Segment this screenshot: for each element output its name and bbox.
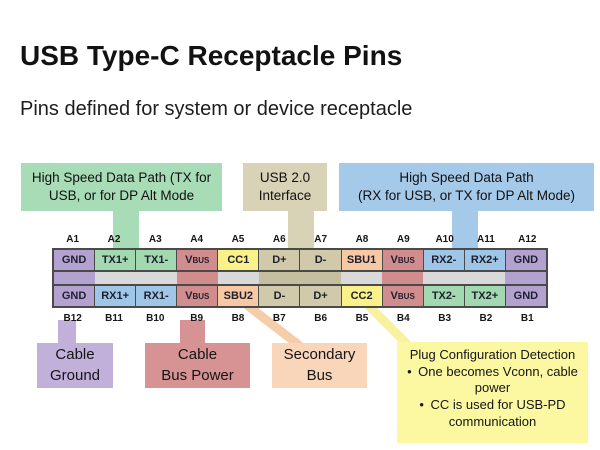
pin-number: B5 <box>355 313 369 324</box>
power-callout-connector <box>180 320 205 345</box>
pin-cell: GND <box>54 286 95 306</box>
gap-cell <box>259 272 300 284</box>
pin-cell: RX2+ <box>463 250 505 270</box>
callout-power-line2: Bus Power <box>161 366 234 384</box>
pin-cell: CC1 <box>217 250 259 270</box>
page-title: USB Type-C Receptacle Pins <box>20 40 403 71</box>
pin-cell: GND <box>504 250 546 270</box>
pin-cell: D+ <box>258 250 300 270</box>
ground-callout-connector <box>58 320 76 345</box>
tx-callout-connector <box>113 210 139 250</box>
pin-number: B10 <box>146 313 165 324</box>
callout-usb2-line1: USB 2.0 <box>259 170 311 186</box>
pin-cell: GND <box>54 250 95 270</box>
pin-cell: TX2- <box>422 286 464 306</box>
pin-number: B1 <box>520 313 534 324</box>
callout-cable-bus-power: Cable Bus Power <box>145 343 250 388</box>
page-subtitle: Pins defined for system or device recept… <box>20 98 413 120</box>
callout-sbu-line1: Secondary <box>283 346 356 364</box>
pin-number: A10 <box>435 234 454 245</box>
gap-cell <box>218 272 259 284</box>
gap-cell <box>464 272 505 284</box>
gap-cell <box>54 272 95 284</box>
gap-cell <box>177 272 218 284</box>
pin-number: A11 <box>477 234 495 245</box>
usb2-callout-connector <box>288 210 314 250</box>
callout-rx-data-path: High Speed Data Path (RX for USB, or TX … <box>339 163 594 211</box>
gap-cell <box>505 272 546 284</box>
pin-numbers-row-a: A1 A2 A3 A4 A5 A6 A7 A8 A9 A10 A11 A12 <box>52 231 548 248</box>
pin-cell: SBU1 <box>340 250 382 270</box>
pin-number: B11 <box>105 313 123 324</box>
pin-cell: RX1- <box>135 286 177 306</box>
pin-cell: RX1+ <box>94 286 136 306</box>
pin-cell: SBU2 <box>217 286 259 306</box>
pin-number: A6 <box>272 234 286 245</box>
rx-callout-connector <box>452 210 478 250</box>
callout-rx-line1: High Speed Data Path <box>399 170 534 186</box>
pin-number: A2 <box>107 234 121 245</box>
pin-cell: TX1+ <box>94 250 136 270</box>
pin-number: A8 <box>355 234 369 245</box>
pin-cell: D- <box>299 250 341 270</box>
pin-number: B4 <box>396 313 410 324</box>
callout-cable-ground: Cable Ground <box>37 343 113 388</box>
pin-cell: TX1- <box>135 250 177 270</box>
pin-number: B9 <box>190 313 204 324</box>
gap-cell <box>382 272 423 284</box>
pin-number: B7 <box>272 313 286 324</box>
gap-cell <box>423 272 464 284</box>
pin-number: A3 <box>148 234 162 245</box>
callout-usb2-interface: USB 2.0 Interface <box>243 163 327 211</box>
pin-cell: GND <box>504 286 546 306</box>
pin-row-gap <box>52 272 548 284</box>
pin-number: B2 <box>479 313 493 324</box>
gap-cell <box>136 272 177 284</box>
pin-cell: CC2 <box>340 286 382 306</box>
callout-rx-line2: (RX for USB, or TX for DP Alt Mode) <box>357 188 576 203</box>
pin-cell: TX2+ <box>463 286 505 306</box>
callout-usb2-line2: Interface <box>258 188 312 203</box>
callout-ground-line1: Cable <box>55 346 95 364</box>
pin-number: A7 <box>314 234 328 245</box>
pin-number: A4 <box>190 234 204 245</box>
gap-cell <box>300 272 341 284</box>
callout-tx-line2: USB, or for DP Alt Mode <box>48 188 195 203</box>
pin-number: B3 <box>438 313 452 324</box>
plug-config-bullet-2: CC is used for USB-PD communication <box>400 397 585 430</box>
pin-number: A12 <box>518 234 537 245</box>
callout-plug-config-detection: Plug Configuration Detection One becomes… <box>397 342 588 443</box>
pin-number: A1 <box>66 234 80 245</box>
plug-config-bullet-1: One becomes Vconn, cable power <box>400 364 585 397</box>
callout-tx-line1: High Speed Data Path (TX for <box>31 170 212 186</box>
gap-cell <box>95 272 136 284</box>
pin-number: B6 <box>314 313 328 324</box>
pin-cell: D+ <box>299 286 341 306</box>
callout-power-line1: Cable <box>177 346 218 364</box>
pin-cell: RX2- <box>422 250 464 270</box>
callout-sbu-line2: Bus <box>306 366 333 384</box>
gap-cell <box>341 272 382 284</box>
pin-number: A5 <box>231 234 245 245</box>
pin-numbers-row-b: B12 B11 B10 B9 B8 B7 B6 B5 B4 B3 B2 B1 <box>52 310 548 327</box>
callout-secondary-bus: Secondary Bus <box>272 343 367 388</box>
plug-config-title: Plug Configuration Detection <box>409 347 576 362</box>
pin-number: A9 <box>396 234 410 245</box>
callout-tx-data-path: High Speed Data Path (TX for USB, or for… <box>21 163 222 211</box>
pin-cell: D- <box>258 286 300 306</box>
pin-number: B8 <box>231 313 245 324</box>
pin-number: B12 <box>63 313 82 324</box>
callout-ground-line2: Ground <box>49 366 101 384</box>
